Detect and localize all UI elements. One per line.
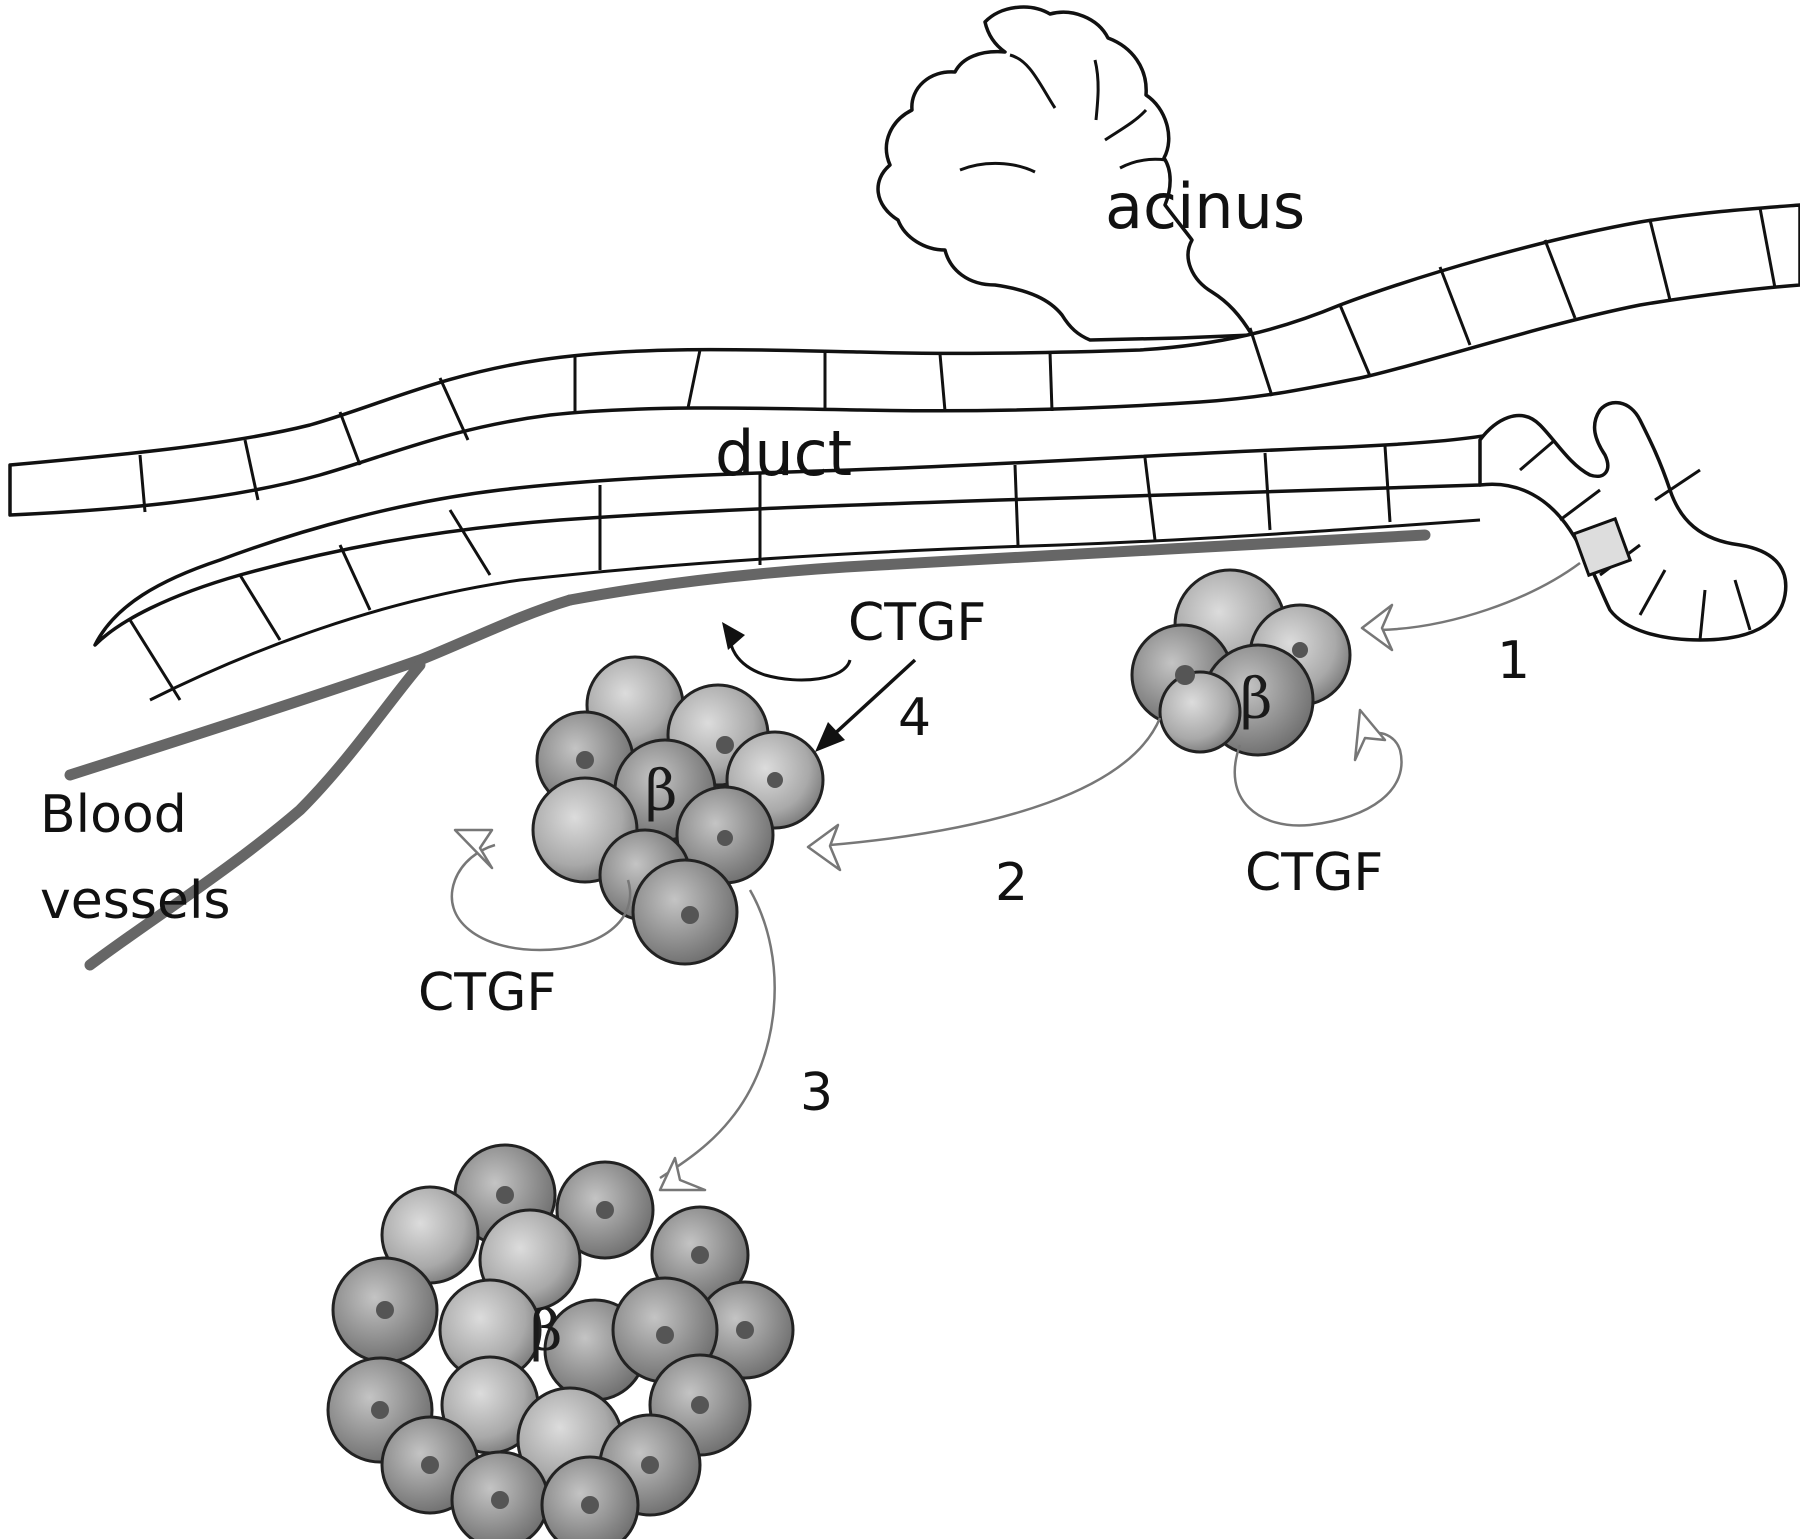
nucleus xyxy=(736,1321,754,1339)
arrow-step-3 xyxy=(658,889,776,1192)
arrow-step-4 xyxy=(815,658,917,752)
beta-label-medium: β xyxy=(645,759,677,824)
acinus xyxy=(876,5,1254,342)
blood-vessels xyxy=(64,529,1431,971)
ctgf-autocrine-loop-small xyxy=(1233,708,1403,827)
ctgf-paracrine-curl xyxy=(722,622,852,682)
nucleus xyxy=(371,1401,389,1419)
label-blood-vessels-line1: Blood xyxy=(40,785,187,845)
duct-branch xyxy=(1478,400,1788,642)
beta-cell-cluster-large: β xyxy=(326,1143,795,1539)
nucleus xyxy=(691,1396,709,1414)
duct-upper-wall xyxy=(8,203,1800,517)
acinus-cleft-1 xyxy=(1009,53,1057,109)
nucleus xyxy=(421,1456,439,1474)
label-ctgf-top: CTGF xyxy=(848,593,986,653)
nucleus xyxy=(496,1186,514,1204)
beta-label-large: β xyxy=(530,1299,562,1364)
nucleus xyxy=(656,1326,674,1344)
duct xyxy=(8,203,1800,702)
nucleus xyxy=(716,736,734,754)
label-step-4: 4 xyxy=(898,688,931,748)
duct-upper-cell-walls xyxy=(138,207,1777,513)
nucleus xyxy=(691,1246,709,1264)
vessel-left-upper xyxy=(64,594,576,781)
nucleus xyxy=(641,1456,659,1474)
nucleus xyxy=(376,1301,394,1319)
label-ctgf-left: CTGF xyxy=(418,963,556,1023)
arrow-step-2 xyxy=(806,717,1162,872)
label-step-1: 1 xyxy=(1497,631,1530,691)
nucleus xyxy=(576,751,594,769)
nucleus xyxy=(1175,665,1195,685)
vessel-main xyxy=(564,529,1431,606)
acinus-cleft-4 xyxy=(1119,157,1167,170)
acinus-cleft-3 xyxy=(1104,108,1148,142)
label-ctgf-right: CTGF xyxy=(1245,843,1383,903)
cell xyxy=(1158,670,1242,754)
nucleus xyxy=(596,1201,614,1219)
nucleus xyxy=(491,1491,509,1509)
label-duct: duct xyxy=(715,417,852,490)
ductal-progenitor-cell xyxy=(1571,516,1633,578)
beta-cell-cluster-small: β xyxy=(1130,568,1352,757)
label-step-3: 3 xyxy=(800,1063,833,1123)
acinus-outline xyxy=(876,5,1254,342)
label-acinus: acinus xyxy=(1105,170,1305,243)
ctgf-autocrine-loop-medium xyxy=(450,828,632,952)
duct-lower-cell-walls xyxy=(128,445,1392,701)
nucleus xyxy=(1292,642,1308,658)
nucleus xyxy=(581,1496,599,1514)
vessel-left-lower xyxy=(84,659,426,971)
label-step-2: 2 xyxy=(995,853,1028,913)
acinus-cleft-5 xyxy=(959,161,1036,174)
acinus-cleft-2 xyxy=(1093,59,1100,121)
label-blood-vessels-line2: vessels xyxy=(40,871,230,931)
nucleus xyxy=(767,772,783,788)
beta-label-small: β xyxy=(1240,667,1272,732)
arrow-step-1 xyxy=(1360,561,1581,652)
beta-cell-cluster-medium: β xyxy=(531,655,825,966)
duct-lower-basal-line xyxy=(149,518,1481,702)
nucleus xyxy=(681,906,699,924)
nucleus xyxy=(717,830,733,846)
